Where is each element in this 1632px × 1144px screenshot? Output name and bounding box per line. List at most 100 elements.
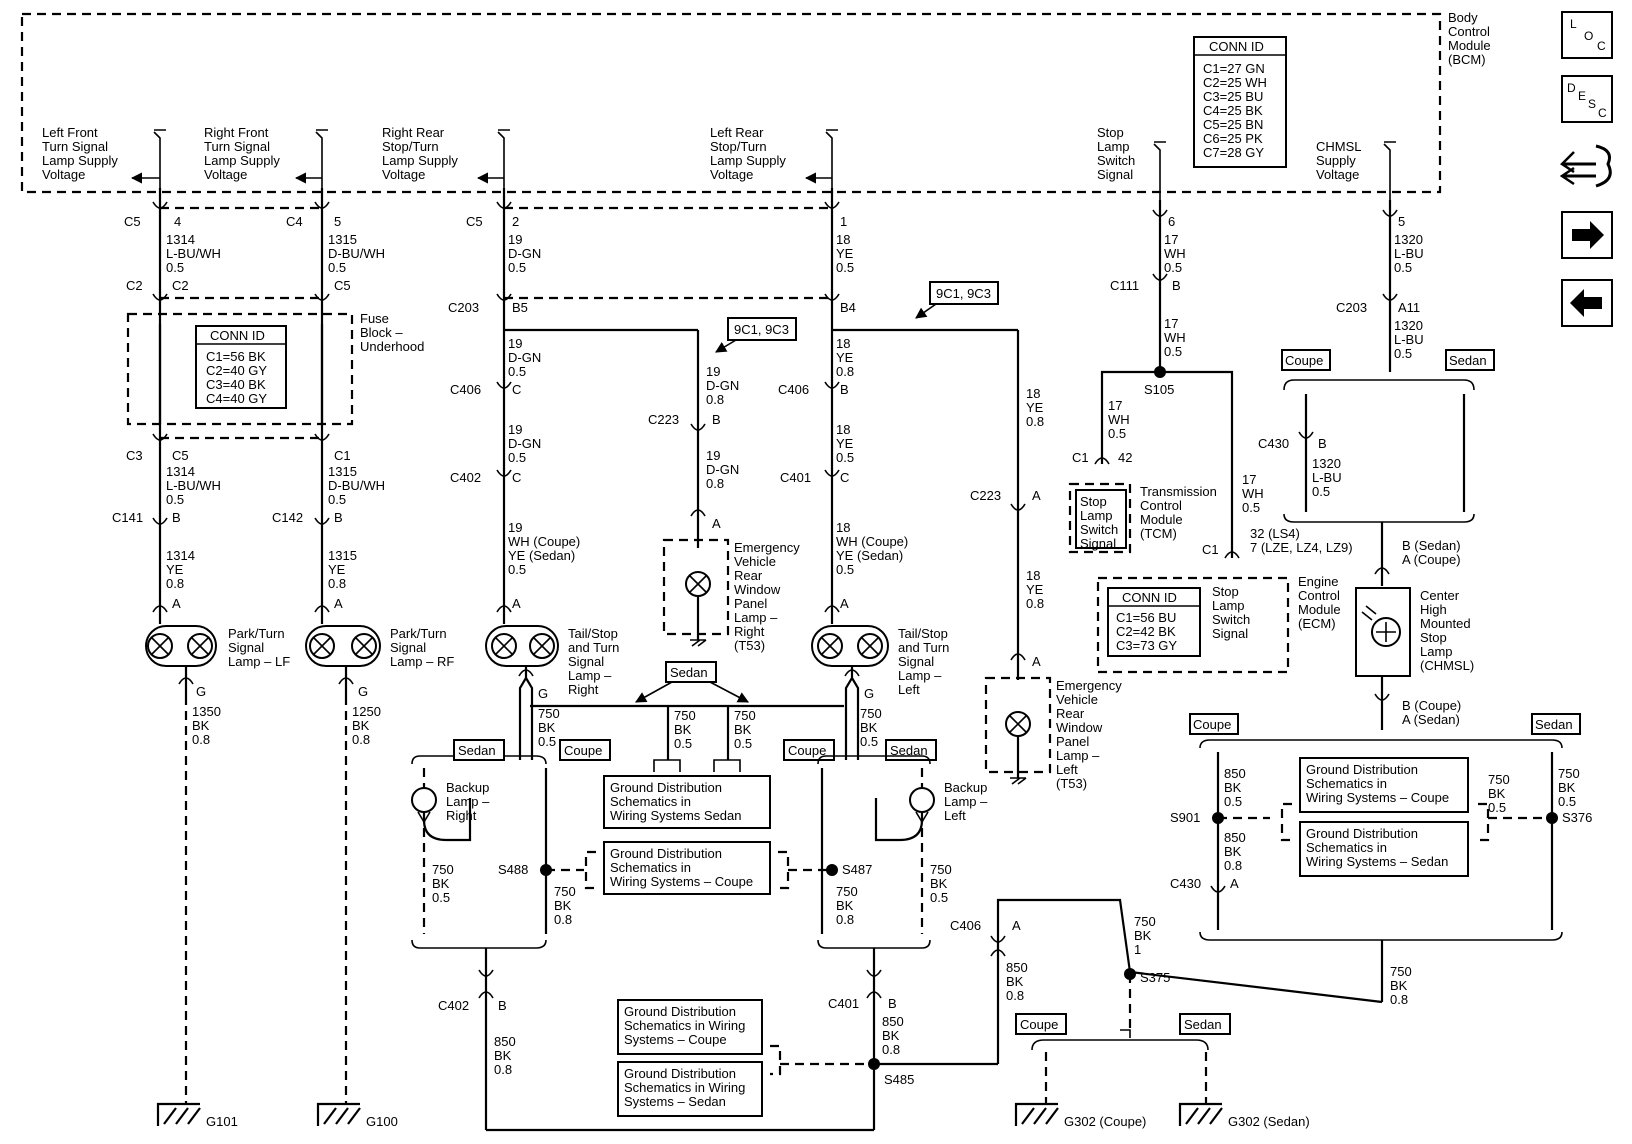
svg-text:G302 (Sedan): G302 (Sedan) (1228, 1114, 1310, 1129)
svg-text:Lamp – RF: Lamp – RF (390, 654, 454, 669)
svg-text:0.5: 0.5 (1394, 346, 1412, 361)
svg-text:CONN ID: CONN ID (210, 328, 265, 343)
svg-text:18: 18 (836, 520, 850, 535)
svg-text:Schematics in: Schematics in (610, 860, 691, 875)
bcm-conn-id: CONN ID C1=27 GN C2=25 WH C3=25 BU C4=25… (1193, 36, 1287, 168)
svg-text:A (Sedan): A (Sedan) (1402, 712, 1460, 727)
svg-text:Vehicle: Vehicle (1056, 692, 1098, 707)
svg-text:Control: Control (1140, 498, 1182, 513)
svg-text:6: 6 (1168, 214, 1175, 229)
svg-text:C3=25 BU: C3=25 BU (1203, 89, 1263, 104)
circuit-ev-right: 9C1, 9C3 19 D-GN 0.8 C223 B 19 D-GN 0.8 … (504, 317, 800, 653)
svg-text:B (Sedan): B (Sedan) (1402, 538, 1461, 553)
svg-text:S: S (1588, 97, 1596, 111)
svg-text:C7=28 GY: C7=28 GY (1203, 145, 1264, 160)
svg-text:A: A (1230, 876, 1239, 891)
svg-text:A: A (712, 516, 721, 531)
svg-text:CONN ID: CONN ID (1122, 590, 1177, 605)
svg-text:Sedan: Sedan (1449, 353, 1487, 368)
svg-text:WH: WH (1108, 412, 1130, 427)
svg-text:C406: C406 (950, 918, 981, 933)
svg-text:7 (LZE, LZ4, LZ9): 7 (LZE, LZ4, LZ9) (1250, 540, 1353, 555)
svg-text:C223: C223 (970, 488, 1001, 503)
svg-text:0.5: 0.5 (836, 562, 854, 577)
svg-text:S376: S376 (1562, 810, 1592, 825)
svg-text:BK: BK (538, 720, 556, 735)
svg-text:BK: BK (1558, 780, 1576, 795)
svg-text:0.5: 0.5 (860, 734, 878, 749)
svg-text:Emergency: Emergency (734, 540, 800, 555)
svg-text:750: 750 (554, 884, 576, 899)
svg-text:C5: C5 (466, 214, 483, 229)
svg-text:750: 750 (1134, 914, 1156, 929)
svg-text:Turn Signal: Turn Signal (204, 139, 270, 154)
svg-text:0.5: 0.5 (508, 260, 526, 275)
svg-text:Signal: Signal (1080, 536, 1116, 551)
connector-view-button[interactable] (1559, 144, 1612, 188)
svg-text:0.5: 0.5 (1558, 794, 1576, 809)
svg-text:0.5: 0.5 (1242, 500, 1260, 515)
svg-text:Switch: Switch (1212, 612, 1250, 627)
svg-text:Engine: Engine (1298, 574, 1338, 589)
svg-text:0.8: 0.8 (836, 364, 854, 379)
svg-text:0.5: 0.5 (1312, 484, 1330, 499)
svg-text:Mounted: Mounted (1420, 616, 1471, 631)
svg-text:L-BU/WH: L-BU/WH (166, 246, 221, 261)
svg-text:Lamp –: Lamp – (1056, 748, 1100, 763)
svg-text:Voltage: Voltage (1316, 167, 1359, 182)
svg-text:Lamp Supply: Lamp Supply (382, 153, 458, 168)
svg-text:0.8: 0.8 (836, 912, 854, 927)
svg-text:BK: BK (882, 1028, 900, 1043)
svg-text:YE: YE (836, 350, 854, 365)
svg-text:19: 19 (508, 232, 522, 247)
svg-text:19: 19 (706, 448, 720, 463)
svg-text:C430: C430 (1258, 436, 1289, 451)
svg-text:850: 850 (882, 1014, 904, 1029)
circuit-lf: C5 4 1314 L-BU/WH 0.5 C2 C2 C3 C5 1314 L… (112, 188, 290, 1129)
desc-button[interactable]: D E S C (1561, 75, 1613, 123)
bcm-outline (20, 12, 1442, 194)
svg-text:0.8: 0.8 (328, 576, 346, 591)
svg-text:0.5: 0.5 (1108, 426, 1126, 441)
previous-page-button[interactable] (1561, 279, 1613, 327)
circuit-chmsl: 5 1320 L-BU 0.5 C203 A11 1320 L-BU 0.5 C… (1129, 200, 1592, 1007)
svg-text:Window: Window (1056, 720, 1103, 735)
svg-text:G: G (538, 686, 548, 701)
next-page-button[interactable] (1561, 211, 1613, 259)
svg-text:Wiring Systems – Coupe: Wiring Systems – Coupe (1306, 790, 1449, 805)
svg-text:Rear: Rear (1056, 706, 1085, 721)
svg-text:Sedan: Sedan (1535, 717, 1573, 732)
svg-text:0.5: 0.5 (508, 450, 526, 465)
svg-text:750: 750 (1488, 772, 1510, 787)
svg-text:and Turn: and Turn (568, 640, 619, 655)
svg-text:D-GN: D-GN (508, 350, 541, 365)
svg-text:C2=25 WH: C2=25 WH (1203, 75, 1267, 90)
svg-text:L-BU/WH: L-BU/WH (166, 478, 221, 493)
svg-text:WH: WH (1164, 330, 1186, 345)
svg-text:0.8: 0.8 (352, 732, 370, 747)
svg-text:Right: Right (734, 624, 765, 639)
svg-text:L-BU: L-BU (1312, 470, 1342, 485)
svg-text:19: 19 (508, 336, 522, 351)
svg-text:19: 19 (706, 364, 720, 379)
loc-button[interactable]: L O C (1561, 11, 1613, 59)
svg-text:Supply: Supply (1316, 153, 1356, 168)
svg-text:C401: C401 (828, 996, 859, 1011)
svg-text:Left: Left (898, 682, 920, 697)
svg-text:0.8: 0.8 (706, 392, 724, 407)
svg-text:Sedan: Sedan (670, 665, 708, 680)
svg-text:Right: Right (446, 808, 477, 823)
arrow-right-icon (1572, 221, 1604, 249)
svg-text:B: B (1172, 278, 1181, 293)
svg-text:18: 18 (1026, 568, 1040, 583)
svg-text:Stop: Stop (1212, 584, 1239, 599)
svg-text:BK: BK (1390, 978, 1408, 993)
svg-text:1320: 1320 (1394, 232, 1423, 247)
svg-text:17: 17 (1164, 232, 1178, 247)
circuit-g302: C406 A 850 BK 0.8 750 BK 1 S375 Coupe Se… (950, 898, 1310, 1129)
svg-text:0.5: 0.5 (1164, 260, 1182, 275)
svg-text:C402: C402 (450, 470, 481, 485)
svg-text:Ground Distribution: Ground Distribution (1306, 762, 1418, 777)
svg-text:D-BU/WH: D-BU/WH (328, 478, 385, 493)
